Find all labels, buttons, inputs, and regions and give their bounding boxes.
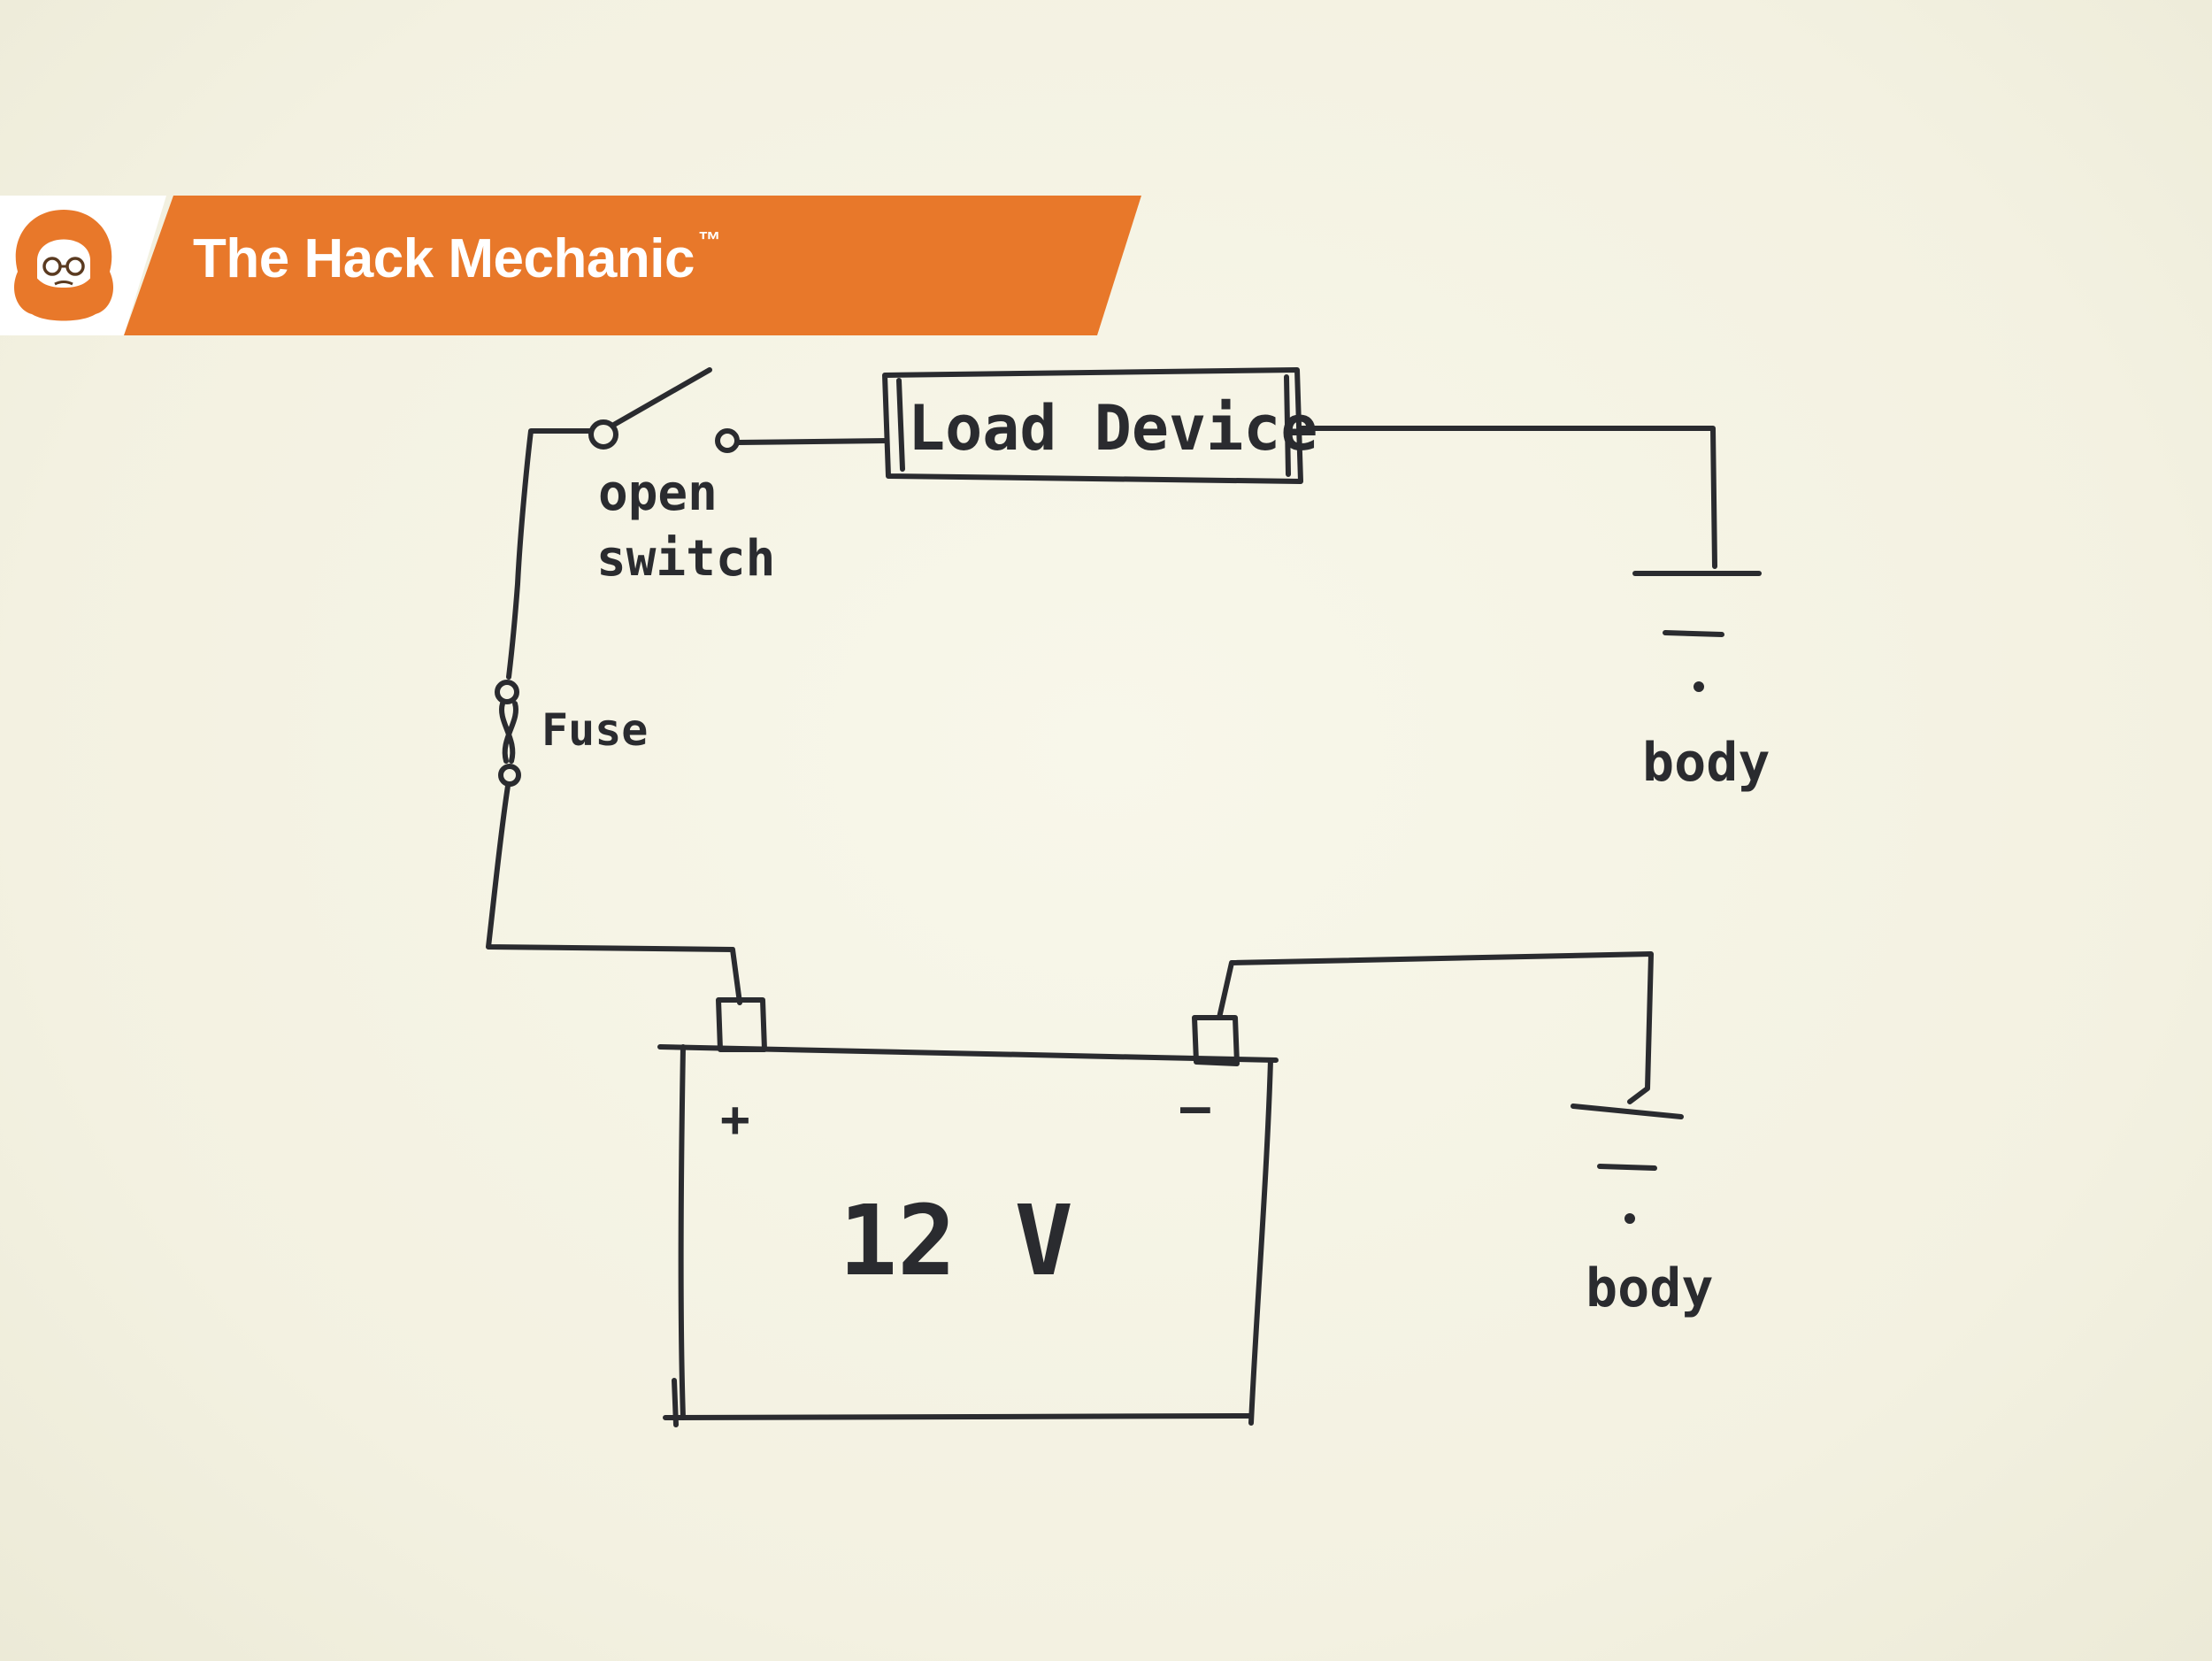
wire-switch-to-load <box>735 438 889 445</box>
wire-load-to-ground-top <box>1298 426 1717 569</box>
trademark-symbol: ™ <box>697 227 721 253</box>
wire-switch-to-fuse <box>506 428 594 680</box>
load-device-label: Load Device <box>908 392 1318 465</box>
wire-negative-to-ground-bottom <box>1217 951 1654 1104</box>
load-device-box <box>882 367 1303 484</box>
switch-label-line2: switch <box>596 530 775 588</box>
positive-terminal-post <box>716 997 767 1052</box>
bearded-man-with-glasses-icon <box>13 210 114 321</box>
ground-symbol-bottom <box>1571 1103 1684 1224</box>
positive-terminal-label: + <box>720 1091 750 1149</box>
negative-terminal-label: — <box>1180 1079 1210 1136</box>
ground-label-bottom: body <box>1586 1257 1714 1319</box>
open-switch-symbol <box>588 367 740 453</box>
ground-label-top: body <box>1642 732 1770 794</box>
switch-label-line1: open <box>598 465 718 522</box>
fuse-label: Fuse <box>541 704 648 756</box>
fuse-symbol <box>495 680 521 787</box>
battery-voltage-label: 12 V <box>839 1184 1073 1297</box>
banner-shape <box>0 196 1141 335</box>
ground-symbol-top <box>1632 571 1762 692</box>
wire-fuse-to-battery <box>486 783 742 1005</box>
